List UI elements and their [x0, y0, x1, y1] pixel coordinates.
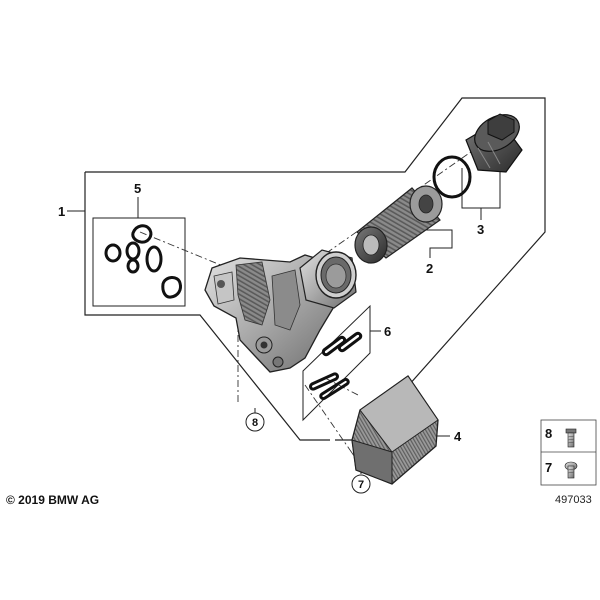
callout-8-circle — [245, 412, 265, 432]
screw-icon — [564, 461, 578, 479]
callout-7: 7 — [358, 479, 364, 491]
callout-8: 8 — [252, 417, 258, 429]
gasket-set-box — [302, 304, 371, 422]
cooler-gaskets — [309, 331, 363, 400]
inset-label-8: 8 — [545, 426, 552, 441]
callout-3: 3 — [477, 222, 484, 237]
seal-rings — [104, 224, 182, 299]
callout-7-circle — [351, 474, 371, 494]
inset-label-7: 7 — [545, 460, 552, 475]
callout-1: 1 — [58, 204, 65, 219]
cap-o-ring — [432, 155, 472, 199]
callout-4: 4 — [454, 429, 462, 444]
callout-6: 6 — [384, 324, 391, 339]
seal-kit-box — [92, 217, 186, 307]
fastener-inset: 8 7 — [540, 419, 597, 486]
bolt-icon — [565, 428, 577, 448]
callout-2: 2 — [426, 261, 433, 276]
callout-5: 5 — [134, 181, 141, 196]
oil-filter-housing — [204, 249, 357, 373]
filter-element — [354, 185, 443, 264]
diagram-number: 497033 — [555, 494, 592, 506]
filter-cap — [465, 113, 523, 173]
oil-cooler — [351, 375, 439, 485]
copyright-text: © 2019 BMW AG — [6, 493, 100, 507]
